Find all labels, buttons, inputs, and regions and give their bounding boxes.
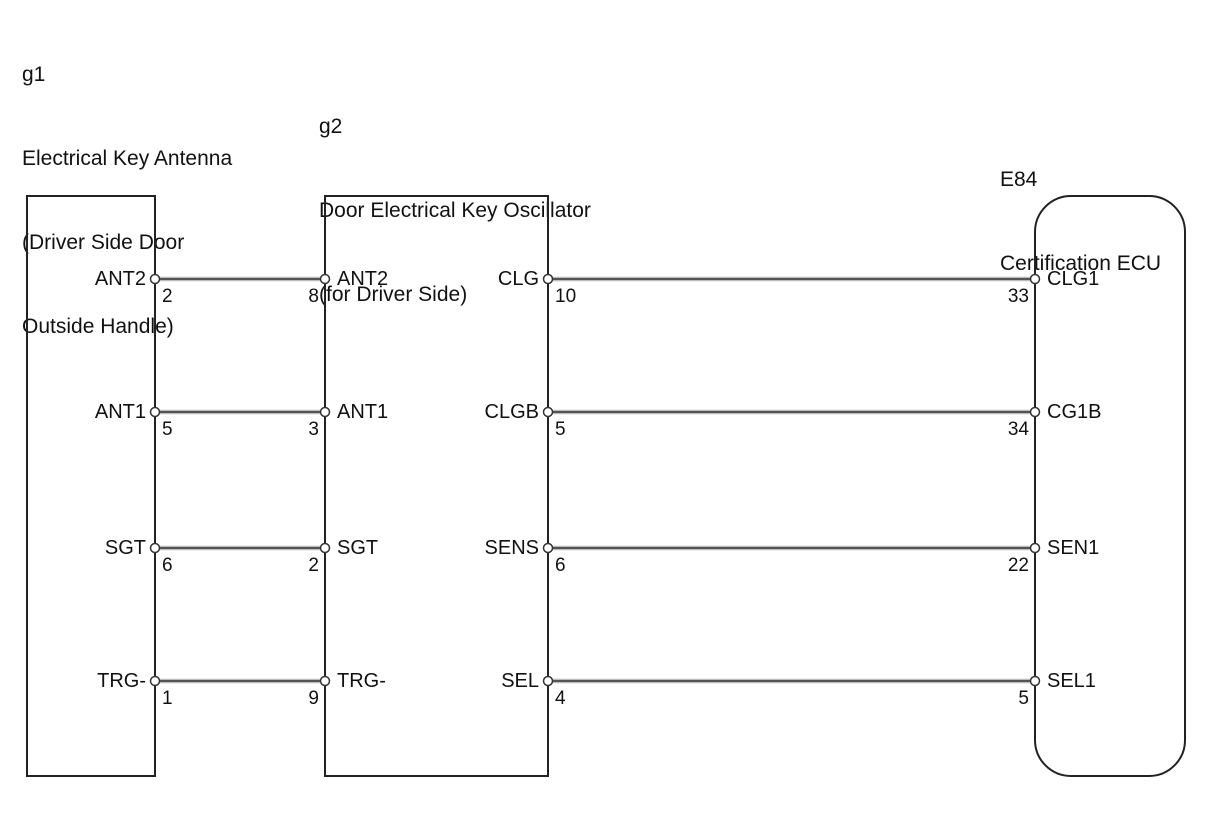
- terminal-e84-cg1b: [1029, 406, 1041, 418]
- signal-label-e84-cg1b: CG1B: [1047, 401, 1101, 423]
- terminal-e84-sel1: [1029, 675, 1041, 687]
- pin-number-g1-sgt: 6: [162, 555, 173, 576]
- terminal-g2-sens: [542, 542, 554, 554]
- terminal-g1-ant2: [149, 273, 161, 285]
- terminal-g2-clgb: [542, 406, 554, 418]
- g2-code: g2: [319, 115, 343, 138]
- terminal-g2-ant1: [319, 406, 331, 418]
- signal-label-g1-ant1: ANT1: [95, 401, 146, 423]
- terminal-e84-clg1: [1029, 273, 1041, 285]
- e84-code: E84: [1000, 168, 1038, 191]
- pin-number-g2-sel: 4: [555, 688, 566, 709]
- pin-number-e84-sel1: 5: [1018, 688, 1029, 709]
- e84-name-line-1: Certification ECU: [1000, 252, 1162, 275]
- signal-label-g2-clg: CLG: [498, 268, 539, 290]
- g1-name-line-2: (Driver Side Door: [22, 231, 185, 254]
- pin-number-g1-trg: 1: [162, 688, 173, 709]
- signal-label-g1-trg: TRG-: [97, 670, 146, 692]
- g1-connector-box: [26, 195, 156, 777]
- terminal-g1-trg: [149, 675, 161, 687]
- pin-number-e84-clg1: 33: [1008, 286, 1029, 307]
- pin-number-e84-sen1: 22: [1008, 555, 1029, 576]
- signal-label-g2-ant1: ANT1: [337, 401, 388, 423]
- g1-name-line-1: Electrical Key Antenna: [22, 147, 233, 170]
- g1-code: g1: [22, 63, 46, 86]
- signal-label-g2-ant2: ANT2: [337, 268, 388, 290]
- pin-number-g2-sens: 6: [555, 555, 566, 576]
- pin-number-g2-sgt: 2: [308, 555, 319, 576]
- terminal-g1-ant1: [149, 406, 161, 418]
- g2-name-line-2: (for Driver Side): [319, 283, 468, 306]
- signal-label-e84-clg1: CLG1: [1047, 268, 1099, 290]
- e84-title: E84 Certification ECU: [1000, 110, 1161, 306]
- signal-label-e84-sel1: SEL1: [1047, 670, 1096, 692]
- signal-label-g1-ant2: ANT2: [95, 268, 146, 290]
- signal-label-e84-sen1: SEN1: [1047, 537, 1099, 559]
- pin-number-g2-ant1: 3: [308, 419, 319, 440]
- signal-label-g2-sens: SENS: [485, 537, 539, 559]
- pin-number-g2-clgb: 5: [555, 419, 566, 440]
- pin-number-g2-ant2: 8: [308, 286, 319, 307]
- pin-number-e84-cg1b: 34: [1008, 419, 1030, 440]
- terminal-g2-clg: [542, 273, 554, 285]
- signal-label-g2-clgb: CLGB: [485, 401, 539, 423]
- g1-title: g1 Electrical Key Antenna (Driver Side D…: [22, 5, 232, 369]
- terminal-g2-sel: [542, 675, 554, 687]
- terminal-g2-trg: [319, 675, 331, 687]
- e84-ecu-box: [1034, 195, 1186, 777]
- terminal-g2-sgt: [319, 542, 331, 554]
- pin-number-g2-clg: 10: [555, 286, 576, 307]
- signal-label-g2-trg: TRG-: [337, 670, 386, 692]
- terminal-e84-sen1: [1029, 542, 1041, 554]
- pin-number-g2-trg: 9: [308, 688, 319, 709]
- g2-connector-box: [324, 195, 549, 777]
- signal-label-g2-sgt: SGT: [337, 537, 378, 559]
- pin-number-g1-ant1: 5: [162, 419, 173, 440]
- signal-label-g1-sgt: SGT: [105, 537, 146, 559]
- pin-number-g1-ant2: 2: [162, 286, 173, 307]
- terminal-g1-sgt: [149, 542, 161, 554]
- terminal-g2-ant2: [319, 273, 331, 285]
- wires-layer: [149, 273, 1041, 687]
- signal-label-g2-sel: SEL: [501, 670, 539, 692]
